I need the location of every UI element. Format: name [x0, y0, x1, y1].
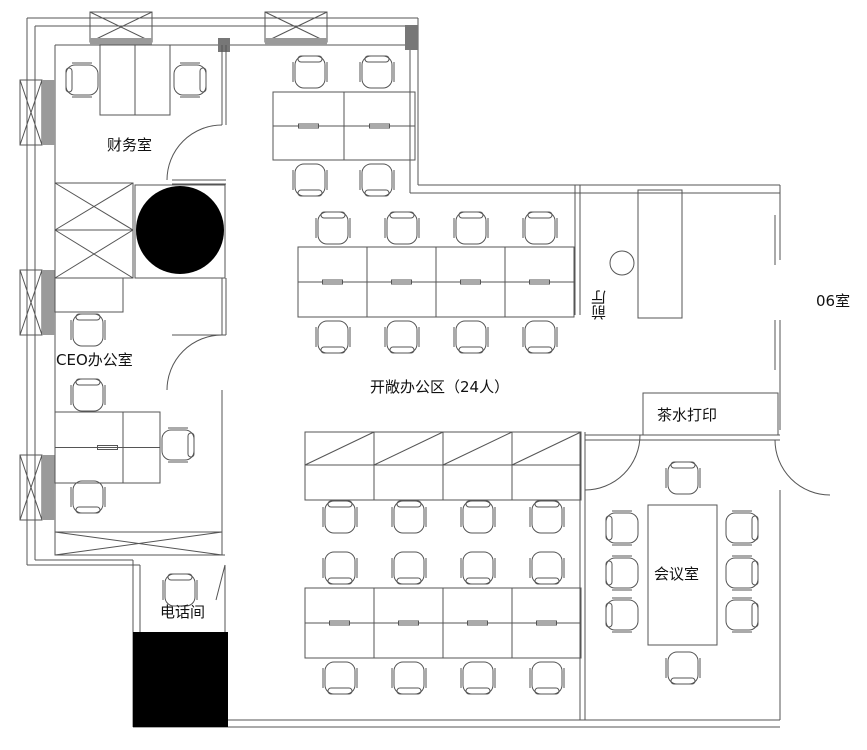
shaft [134, 184, 226, 279]
chair-icon [725, 510, 759, 546]
plant-icon [609, 250, 635, 276]
label-phone-booth: 电话间 [160, 603, 206, 621]
label-ceo-office: CEO办公室 [56, 351, 133, 369]
label-meeting-room: 会议室 [654, 565, 700, 583]
window-line [19, 79, 43, 146]
chair-icon [70, 313, 106, 347]
door-swing [166, 334, 223, 391]
chair-icon [292, 55, 328, 89]
cabinet-line [511, 431, 582, 466]
chair-icon [292, 163, 328, 197]
desk-grommet [329, 620, 350, 626]
desk [304, 464, 375, 501]
label-room-06: 06室 [816, 292, 851, 310]
desk [373, 464, 444, 501]
ceo-cabinet-low-line [54, 531, 223, 556]
storage-cabinet-line [54, 182, 134, 231]
chair-icon [460, 500, 496, 534]
desk-grommet [322, 279, 343, 285]
chair-icon [315, 320, 351, 354]
desk-grommet [536, 620, 557, 626]
cabinet-line [304, 431, 375, 466]
chair-icon [460, 661, 496, 695]
chair-icon [725, 555, 759, 591]
chair-icon [529, 661, 565, 695]
cabinet-line [442, 431, 513, 466]
label-pantry-print: 茶水打印 [657, 406, 718, 424]
chair-icon [322, 661, 358, 695]
chair-icon [529, 500, 565, 534]
chair-icon [522, 320, 558, 354]
chair-icon [522, 211, 558, 245]
chair-icon [453, 320, 489, 354]
chair-icon [161, 427, 195, 463]
wall-line [215, 564, 226, 601]
phone-booth-block [133, 632, 228, 727]
desk-grommet [467, 620, 488, 626]
window-line [264, 11, 328, 43]
storage-cabinet-line [54, 229, 134, 279]
desk-grommet [298, 123, 319, 129]
desk-grommet [529, 279, 550, 285]
chair-icon [453, 211, 489, 245]
label-open-office: 开敞办公区（24人） [370, 378, 510, 396]
chair-icon [391, 500, 427, 534]
cabinet-line [373, 431, 444, 466]
chair-icon [529, 551, 565, 585]
chair-icon [605, 555, 639, 591]
chair-icon [384, 211, 420, 245]
chair-icon [665, 651, 701, 685]
chair-icon [359, 163, 395, 197]
desk-grommet [460, 279, 481, 285]
ceo-desk-grommet [97, 445, 118, 450]
chair-icon [322, 551, 358, 585]
window-line [19, 454, 43, 521]
column [218, 38, 230, 52]
reception-desk [637, 189, 683, 319]
ceo-cabinet [54, 277, 124, 313]
label-finance-room: 财务室 [107, 136, 153, 154]
chair-icon [460, 551, 496, 585]
column [265, 38, 327, 45]
chair-icon [605, 510, 639, 546]
chair-icon [665, 461, 701, 495]
chair-icon [391, 661, 427, 695]
label-lobby: 前厅 [590, 290, 608, 320]
chair-icon [65, 62, 99, 98]
desk-grommet [398, 620, 419, 626]
chair-icon [359, 55, 395, 89]
door-swing [166, 124, 223, 181]
chair-icon [162, 573, 198, 607]
door-swing [584, 434, 641, 491]
meeting-table [647, 504, 718, 646]
chair-icon [70, 378, 106, 412]
chair-icon [173, 62, 207, 98]
column [42, 455, 55, 520]
desk [511, 464, 582, 501]
desk-grommet [369, 123, 390, 129]
chair-icon [725, 597, 759, 633]
chair-icon [384, 320, 420, 354]
column-round [136, 186, 224, 274]
window-line [19, 269, 43, 336]
column [42, 80, 55, 145]
desk [442, 464, 513, 501]
door-swing [774, 439, 831, 496]
column [42, 270, 55, 335]
column [405, 25, 418, 50]
chair-icon [315, 211, 351, 245]
chair-icon [70, 480, 106, 514]
desk-grommet [391, 279, 412, 285]
chair-icon [391, 551, 427, 585]
window-line [89, 11, 153, 43]
column [90, 38, 152, 45]
chair-icon [322, 500, 358, 534]
chair-icon [605, 597, 639, 633]
